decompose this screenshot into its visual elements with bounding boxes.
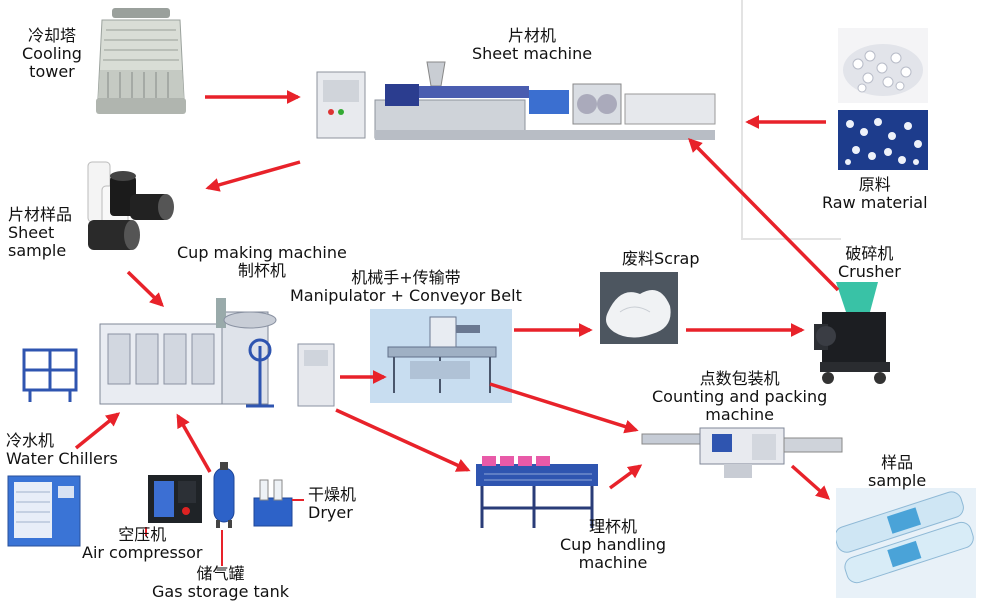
label-sample: 样品 sample xyxy=(868,453,927,490)
arrow-sheet-to-sample xyxy=(205,160,301,192)
label-crusher: 破碎机 Crusher xyxy=(838,244,901,281)
sheet-sample-image xyxy=(87,161,174,250)
scrap-image xyxy=(600,272,678,344)
label-gas-storage-tank: 储气罐 Gas storage tank xyxy=(152,564,289,601)
label-raw-material: 原料 Raw material xyxy=(822,175,928,212)
arrow-manipulator-to-packing xyxy=(489,382,639,434)
water-chillers-image xyxy=(7,475,81,547)
dryer-image xyxy=(253,479,293,527)
cup-handling-machine-image xyxy=(476,456,598,528)
arrow-chillers-to-cupmaking xyxy=(74,412,121,450)
sheet-machine-image xyxy=(316,61,716,140)
label-dryer: 干燥机 Dryer xyxy=(308,485,357,522)
raw-material-image-top xyxy=(838,28,928,103)
label-sheet-machine: 片材机 Sheet machine xyxy=(472,26,593,63)
raw-material-image-bottom xyxy=(838,110,928,170)
crusher-image xyxy=(814,282,890,384)
arrow-cupmaking-to-cuphandling xyxy=(335,408,471,472)
cooling-tower-image xyxy=(96,8,186,114)
sample-image xyxy=(836,488,976,598)
label-manipulator: 机械手+传输带 Manipulator + Conveyor Belt xyxy=(290,268,522,305)
label-water-chillers: 冷水机 Water Chillers xyxy=(6,431,118,468)
label-cup-making-machine: Cup making machine 制杯机 xyxy=(177,243,347,280)
manipulator-conveyor-image xyxy=(370,309,512,403)
arrow-cuphandling-to-packing xyxy=(608,464,643,490)
label-scrap: 废料Scrap xyxy=(622,249,700,268)
cup-making-machine-image xyxy=(22,298,335,408)
label-sheet-sample: 片材样品 Sheet sample xyxy=(8,205,73,260)
arrow-crusher-to-sheet xyxy=(688,138,840,292)
arrow-packing-to-sample xyxy=(790,464,831,500)
label-cup-handling: 理杯机 Cup handling machine xyxy=(560,517,666,572)
air-compressor-image xyxy=(148,475,202,523)
gas-storage-tank-image xyxy=(213,462,235,528)
label-counting-packing: 点数包装机 Counting and packing machine xyxy=(652,369,828,424)
arrow-air-to-cupmaking xyxy=(176,413,212,473)
divider-horizontal xyxy=(741,238,841,240)
label-cooling-tower: 冷却塔 Cooling tower xyxy=(22,26,82,81)
counting-packing-machine-image xyxy=(641,427,843,478)
arrow-sample-to-cupmaking xyxy=(126,270,165,307)
label-air-compressor: 空压机 Air compressor xyxy=(82,525,203,562)
divider-vertical xyxy=(741,0,743,240)
